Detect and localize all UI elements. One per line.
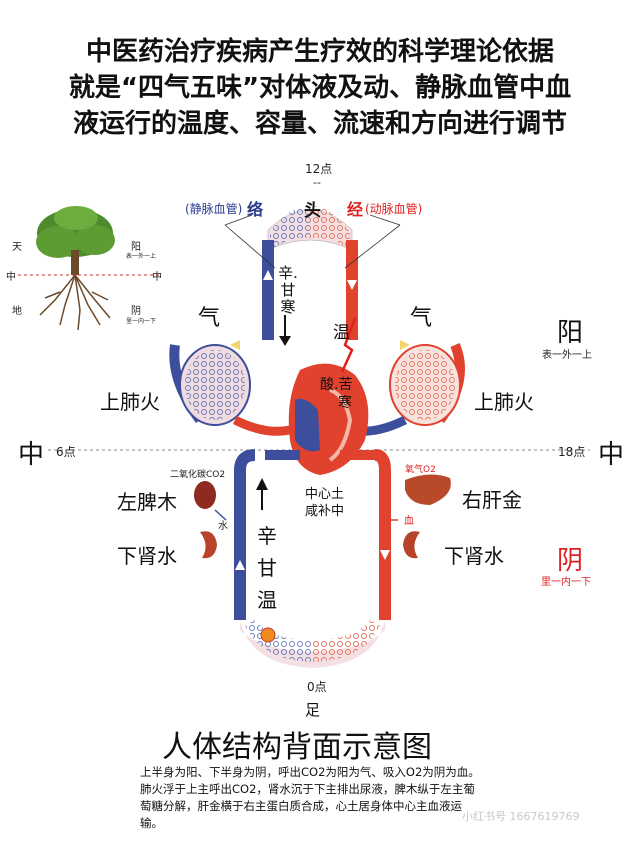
tree-yin: 阴 [131,306,141,317]
top-flavor-3: 寒 [280,298,296,316]
heart-flavor: 酸.苦 寒 [320,376,352,412]
watermark: 小红书号 1667619769 [462,810,580,823]
clock-18: 18点 [558,445,586,459]
heart-illustration [288,363,369,475]
caption: 上半身为阳、下半身为阴，呼出CO2为阳为气、吸入O2为阴为血。肺火浮于上主呼出C… [140,765,480,830]
foot-label: 足 [305,701,321,719]
blood-label: 血 [404,516,414,527]
kidney-right-label: 下肾水 [444,544,504,568]
qi-left: 气 [198,306,221,331]
top-flavor: 辛. 甘 寒 [278,265,298,316]
title-line-3: 液运行的温度、容量、流速和方向进行调节 [72,109,567,139]
lung-left-label: 上肺火 [100,390,160,414]
clock-12: 12点 [305,162,333,176]
bottom-flavor-2: 甘 [257,556,277,580]
bottom-flavor-1: 辛 [257,524,277,548]
title-line-1: 中医药治疗疾病产生疗效的科学理论依据 [85,37,554,67]
clock-0: 0点 [307,680,327,694]
tree-middle-left: 中 [6,272,16,283]
yang-big: 阳 [557,318,584,348]
tree-earth: 地 [12,306,22,317]
kidney-left-label: 下肾水 [117,544,177,568]
vein-label: 络 [247,200,264,219]
artery-label-suffix: (动脉血管) [365,202,423,216]
water-label: 水 [218,521,228,532]
tree-yang-sub: 表一外一上 [126,253,157,260]
clock-12-mark: -- [313,176,321,189]
center-heart-label: 中心土 咸补中 [305,486,344,520]
top-flavor-2: 甘 [280,281,296,299]
artery-label: 经 [347,200,364,219]
subtitle: 人体结构背面示意图 [162,730,432,765]
liver-icon [405,474,451,505]
o2-label: 氧气O2 [405,465,436,475]
spleen-icon [194,481,216,509]
qi-right: 气 [410,306,433,331]
yang-big-sub: 表一外一上 [542,350,592,361]
clock-6: 6点 [56,445,76,459]
zhong-right: 中 [598,440,625,470]
yin-big-sub: 里一内一下 [541,577,591,588]
head-label: 头 [304,201,321,221]
co2-label: 二氧化碳CO2 [170,470,226,480]
top-flavor-1: 辛. [278,264,298,282]
tree-yang: 阳 [131,242,141,253]
right-kidney-icon [403,531,420,559]
tree-heaven: 天 [12,242,22,253]
spleen-label: 左脾木 [117,490,177,514]
zhong-left: 中 [18,440,45,470]
heart-flavor-2: 寒 [338,395,352,411]
bottom-flavor-3: 温 [257,588,277,612]
tree-yin-sub: 里一内一下 [126,318,157,325]
tree-middle-right: 中 [152,272,162,283]
heart-flavor-1: 酸.苦 [320,377,353,393]
center-heart-2: 咸补中 [305,504,345,519]
wen-top: 温 [333,323,350,343]
tree-illustration [18,206,160,331]
left-kidney-icon [200,531,217,559]
center-heart-1: 中心土 [305,487,345,502]
bottom-flavor: 辛 甘 温 [255,520,279,616]
title-line-2: 就是“四气五味”对体液及动、静脉血管中血 [68,73,572,103]
yin-big: 阴 [557,546,584,576]
liver-label: 右肝金 [462,488,522,512]
vein-label-prefix: (静脉血管) [185,202,243,216]
lung-right-label: 上肺火 [474,390,534,414]
